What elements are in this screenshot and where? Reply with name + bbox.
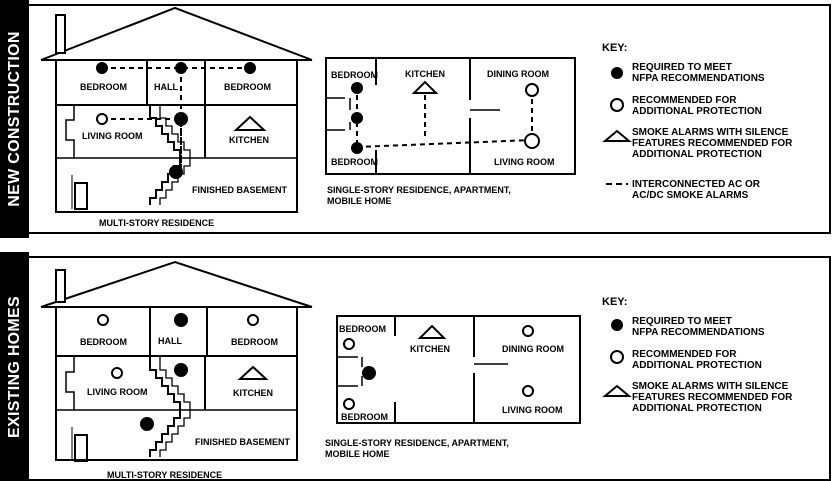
required-alarm-icon: [174, 112, 188, 126]
required-alarm-icon: [174, 313, 188, 327]
required-alarm-icon: [362, 366, 376, 380]
key-item: INTERCONNECTED AC OR AC/DC SMOKE ALARMS: [632, 179, 760, 201]
key-title: KEY:: [602, 42, 628, 54]
required-alarm-icon: [244, 62, 256, 74]
required-alarm-icon: [96, 62, 108, 74]
room-label: BEDROOM: [80, 82, 127, 92]
room-label: BEDROOM: [331, 70, 378, 80]
multi-story-caption: MULTI-STORY RESIDENCE: [107, 470, 223, 480]
panel-title-bar: EXISTING HOMES: [0, 252, 29, 481]
alarm-symbols: [96, 62, 540, 179]
floor-plan-drawing: [40, 6, 632, 213]
required-alarm-icon: [169, 165, 183, 179]
key-item: RECOMMENDED FOR ADDITIONAL PROTECTION: [632, 95, 762, 117]
alarm-symbols: [97, 313, 534, 431]
room-label: BEDROOM: [231, 337, 278, 347]
recommended-alarm-icon: [96, 113, 108, 125]
room-label: KITCHEN: [233, 388, 273, 398]
key-item: REQUIRED TO MEET NFPA RECOMMENDATIONS: [632, 316, 765, 338]
room-label: DINING ROOM: [502, 344, 564, 354]
silence-alarm-icon: [417, 324, 447, 339]
silence-alarm-icon: [233, 115, 267, 131]
room-label: BEDROOM: [80, 337, 127, 347]
recommended-alarm-icon: [524, 133, 540, 149]
key-filled-circle-icon: [611, 319, 623, 331]
panel-title-bar: NEW CONSTRUCTION: [0, 0, 29, 238]
key-item: RECOMMENDED FOR ADDITIONAL PROTECTION: [632, 349, 762, 371]
silence-alarm-icon: [237, 365, 269, 380]
room-label: HALL: [158, 336, 182, 346]
recommended-alarm-icon: [343, 398, 355, 410]
new-construction-panel: NEW CONSTRUCTION: [0, 0, 833, 238]
multi-story-house: [40, 6, 313, 213]
room-label: BEDROOM: [331, 157, 378, 167]
key-item: REQUIRED TO MEET NFPA RECOMMENDATIONS: [632, 62, 765, 84]
recommended-alarm-icon: [111, 367, 123, 379]
required-alarm-icon: [351, 112, 363, 124]
single-story-plan: [325, 57, 576, 175]
key-open-circle-icon: [610, 98, 624, 112]
required-alarm-icon: [351, 142, 363, 154]
multi-story-caption: MULTI-STORY RESIDENCE: [99, 218, 215, 228]
room-label: LIVING ROOM: [82, 131, 143, 141]
multi-story-house: [40, 260, 313, 462]
room-label: KITCHEN: [229, 135, 269, 145]
room-label: HALL: [154, 82, 178, 92]
required-alarm-icon: [175, 62, 187, 74]
single-story-caption: SINGLE-STORY RESIDENCE, APARTMENT, MOBIL…: [327, 185, 511, 206]
floor-plan-drawing: [40, 260, 632, 462]
room-label: KITCHEN: [405, 69, 445, 79]
recommended-alarm-icon: [97, 314, 109, 326]
recommended-alarm-icon: [525, 83, 539, 97]
panel-border: [29, 4, 831, 234]
panel-border: [29, 256, 831, 481]
key-item: SMOKE ALARMS WITH SILENCE FEATURES RECOM…: [632, 381, 793, 414]
required-alarm-icon: [140, 417, 154, 431]
room-label: LIVING ROOM: [87, 387, 148, 397]
key-triangle-icon: [602, 129, 632, 142]
recommended-alarm-icon: [522, 325, 534, 337]
key-item: SMOKE ALARMS WITH SILENCE FEATURES RECOM…: [632, 127, 793, 160]
single-story-plan: [336, 315, 581, 424]
key-triangle-icon: [602, 384, 632, 397]
key-symbols: [602, 319, 632, 397]
room-label: KITCHEN: [410, 344, 450, 354]
required-alarm-icon: [351, 82, 363, 94]
room-label: BEDROOM: [339, 324, 386, 334]
required-alarm-icon: [174, 363, 188, 377]
room-label: LIVING ROOM: [494, 157, 555, 167]
key-symbols: [602, 67, 632, 185]
existing-homes-panel: EXISTING HOMES: [0, 252, 833, 481]
key-filled-circle-icon: [611, 67, 623, 79]
room-label: FINISHED BASEMENT: [192, 185, 288, 195]
key-title: KEY:: [602, 296, 628, 308]
recommended-alarm-icon: [247, 314, 259, 326]
recommended-alarm-icon: [343, 338, 355, 350]
room-label: DINING ROOM: [487, 69, 549, 79]
recommended-alarm-icon: [522, 385, 534, 397]
room-label: BEDROOM: [224, 82, 271, 92]
room-label: FINISHED BASEMENT: [195, 437, 291, 447]
single-story-caption: SINGLE-STORY RESIDENCE, APARTMENT, MOBIL…: [325, 438, 509, 459]
room-label: LIVING ROOM: [502, 405, 563, 415]
silence-alarm-icon: [411, 80, 439, 94]
key-open-circle-icon: [610, 350, 624, 364]
room-label: BEDROOM: [341, 412, 388, 422]
